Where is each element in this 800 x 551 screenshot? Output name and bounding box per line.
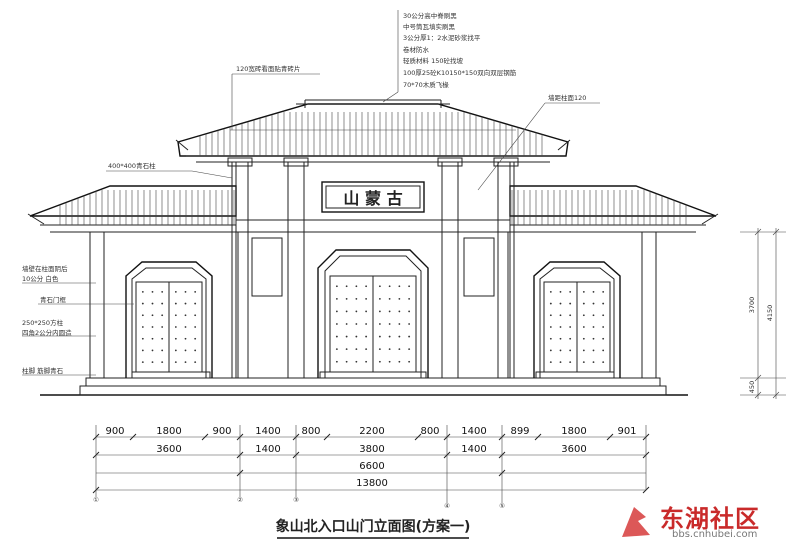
dim-r1-10: 901 xyxy=(617,426,636,437)
watermark-url: bbs.cnhubei.com xyxy=(672,529,758,540)
axis-3: ③ xyxy=(293,496,299,504)
note-door-frame: 青石门框 xyxy=(40,295,67,304)
grid-axes xyxy=(95,425,647,503)
note-slope: 轻质材料 150砼找坡 xyxy=(403,56,463,65)
note-wall-sub: 10公分 白色 xyxy=(22,274,59,283)
dim-r1-2: 900 xyxy=(212,426,231,437)
side-roof-tiles xyxy=(59,190,687,225)
note-column-top: 400*400青石柱 xyxy=(108,161,156,170)
dim-r2-0: 3600 xyxy=(156,444,181,455)
dim-r1-0: 900 xyxy=(105,426,124,437)
watermark-brand: 东湖社区 xyxy=(660,505,760,533)
center-roof xyxy=(175,99,571,163)
vdim-4150: 4150 xyxy=(766,305,774,322)
note-roof-tile: 120宽砖看面贴青砖片 xyxy=(236,64,300,73)
axis-1: ① xyxy=(93,496,99,504)
note-column-sub: 四角2公分内圆造 xyxy=(22,328,72,337)
note-column: 250*250方柱 xyxy=(22,318,64,327)
dim-r1-6: 800 xyxy=(420,426,439,437)
vdim-450: 450 xyxy=(748,381,756,393)
center-door xyxy=(317,249,429,378)
dim-r1-7: 1400 xyxy=(461,426,486,437)
left-door xyxy=(125,261,213,378)
dim-r2-3: 1400 xyxy=(461,444,486,455)
dim-r1-5: 2200 xyxy=(359,426,384,437)
note-wall: 墙壁在柱面阴后 xyxy=(22,264,68,273)
note-ridge: 30公分高中脊刷黑 xyxy=(403,11,457,20)
note-tile: 中号筒瓦填实刷黑 xyxy=(403,22,456,31)
dim-r3: 6600 xyxy=(359,461,384,472)
dim-r1-8: 899 xyxy=(510,426,529,437)
dim-r4: 13800 xyxy=(356,478,388,489)
dim-r1-1: 1800 xyxy=(156,426,181,437)
drawing-title: 象山北入口山门立面图(方案一) xyxy=(276,518,471,535)
axis-2: ② xyxy=(237,496,243,504)
note-screed: 3公分厚1：2水泥砂浆找平 xyxy=(403,33,481,42)
axis-4: ④ xyxy=(444,502,450,510)
brand-logo-icon xyxy=(622,507,650,537)
horizontal-dimensions xyxy=(96,436,646,491)
note-base: 柱脚 筋脚青石 xyxy=(22,366,64,375)
plaque-text: 山 蒙 古 xyxy=(343,189,402,208)
note-rafter: 70*70木质飞椽 xyxy=(403,80,449,89)
dim-r1-3: 1400 xyxy=(255,426,280,437)
vertical-dimension xyxy=(740,228,786,399)
note-slab: 100厚25砼K10150*150双向双层钢筋 xyxy=(403,68,517,77)
center-roof-tiles xyxy=(199,112,543,156)
dim-r2-1: 1400 xyxy=(255,444,280,455)
door-studs xyxy=(141,285,605,364)
dim-r2-2: 3800 xyxy=(359,444,384,455)
annotation-leaders xyxy=(22,10,600,376)
site-watermark: 东湖社区 bbs.cnhubei.com xyxy=(612,499,792,545)
vdim-3700: 3700 xyxy=(748,297,756,314)
right-door xyxy=(533,261,621,378)
dim-r2-4: 3600 xyxy=(561,444,586,455)
note-waterproof: 卷材防水 xyxy=(403,45,430,54)
name-plaque xyxy=(321,181,425,213)
note-wall-offset: 墙距柱面120 xyxy=(548,93,586,102)
dim-r1-4: 800 xyxy=(301,426,320,437)
dim-r1-9: 1800 xyxy=(561,426,586,437)
gate-body xyxy=(79,157,667,396)
axis-5: ⑤ xyxy=(499,502,505,510)
